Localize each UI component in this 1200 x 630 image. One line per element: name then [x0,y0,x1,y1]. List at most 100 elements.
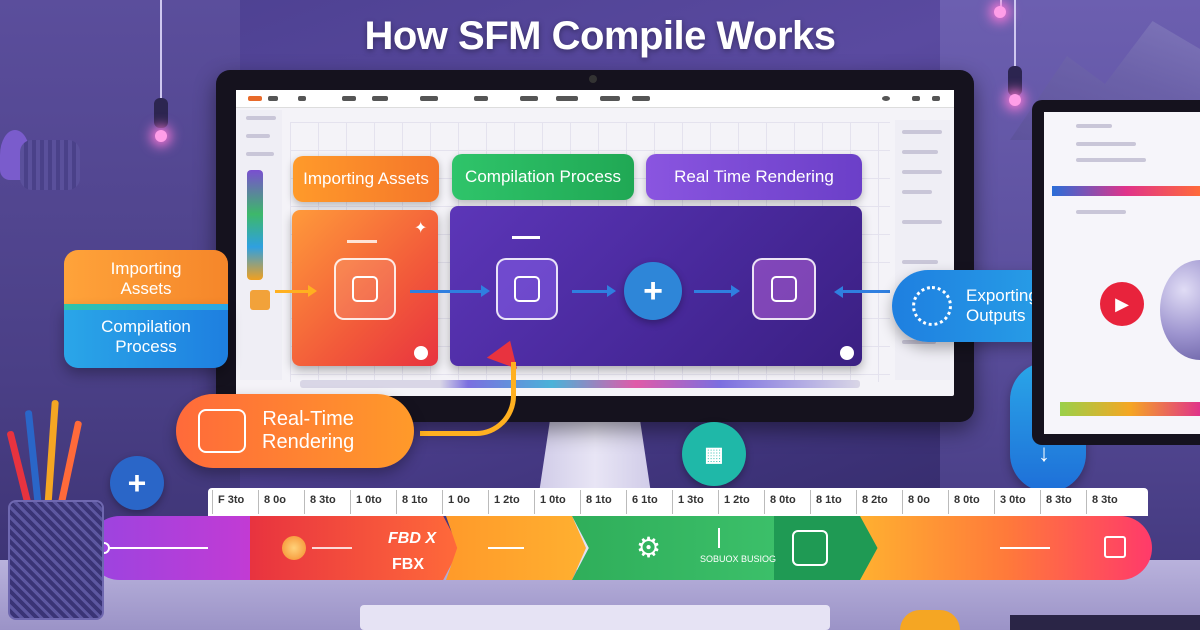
settings-icon[interactable] [882,96,890,101]
flow-line [110,547,208,549]
ruler-tick-mark [534,490,535,514]
ruler-tick-label: 8 3to [310,494,336,506]
arrow-down-icon: ↓ [1038,440,1050,467]
layer-palette[interactable] [247,170,263,280]
toolbar-item[interactable] [246,134,270,138]
pendant-cord [160,0,162,100]
screen-timeline[interactable] [300,380,860,388]
page-title: How SFM Compile Works [364,14,836,58]
callout-text: Exporting [966,286,1038,305]
secondary-color-bar [1060,402,1200,416]
pendant-lamp [1008,66,1022,96]
property-row[interactable] [902,190,932,194]
ruler-tick-label: 8 0o [264,494,287,506]
callout-compilation-process: Compilation Process [64,306,228,368]
menu-item[interactable] [520,96,538,101]
callout-text: Outputs [966,306,1026,325]
ruler-tick-mark [442,490,443,514]
flow-line [488,547,524,549]
menu-item[interactable] [298,96,306,101]
timeline-ruler[interactable] [208,488,1148,516]
ruler-tick-label: 6 1to [632,494,658,506]
toolbar-item[interactable] [246,116,276,120]
toolbar-item[interactable] [246,152,274,156]
clipboard-icon[interactable]: ▦ [682,422,746,486]
ruler-tick-mark [810,490,811,514]
pendant-light-icon [1009,94,1021,106]
flow-line [312,547,352,549]
app-logo-icon [248,96,262,101]
add-icon[interactable]: + [624,262,682,320]
ruler-tick-mark [304,490,305,514]
keyboard [360,605,830,630]
property-row[interactable] [902,130,942,134]
ruler-tick-mark [580,490,581,514]
ruler-tick-label: F 3to [218,494,245,506]
ruler-tick-mark [764,490,765,514]
ruler-tick-label: 8 0to [954,494,980,506]
status-icon[interactable] [840,346,854,360]
callout-text: Real-Time [262,408,354,430]
pendant-lamp [154,98,168,128]
arrow-right-icon [572,285,616,297]
menu-item[interactable] [372,96,388,101]
sparkle-icon: ✦ [414,220,428,237]
arrow-left-icon [840,290,890,293]
app-menubar[interactable] [236,90,954,108]
menu-item[interactable] [268,96,278,101]
window-control-icon[interactable] [932,96,940,101]
callout-text: Rendering [262,431,355,453]
ruler-tick-mark [1040,490,1041,514]
menu-item[interactable] [600,96,620,101]
menu-item[interactable] [420,96,438,101]
gear-icon[interactable]: ⚙ [636,532,662,563]
tag-compilation-process: Compilation Process [452,154,634,200]
render-frame-icon [198,409,246,453]
ruler-tick-label: 8 1to [586,494,612,506]
property-row[interactable] [902,260,938,264]
pendant-light-icon [994,6,1006,18]
pendant-light-icon [155,130,167,142]
pendant-cord [1014,0,1016,70]
callout-text: Assets [120,279,172,298]
property-row[interactable] [902,150,938,154]
secondary-timeline [1052,186,1200,196]
property-row[interactable] [902,220,942,224]
swatch-icon[interactable] [250,290,270,310]
menu-item[interactable] [474,96,488,101]
secondary-text-line [1076,210,1126,214]
arrow-right-icon [410,285,490,297]
menu-item[interactable] [556,96,578,101]
ruler-tick-mark [672,490,673,514]
pin-icon [512,236,540,239]
export-gear-icon [912,286,952,326]
callout-divider [64,304,228,310]
menu-item[interactable] [342,96,356,101]
callout-text: Importing [110,259,182,278]
callout-real-time-rendering: Real-Time Rendering [176,394,414,468]
fbx-label-bottom: FBX [392,556,424,573]
menu-item[interactable] [632,96,650,101]
refresh-icon[interactable] [414,346,428,360]
flow-segment-green [572,516,782,580]
mouse-icon [900,610,960,630]
add-icon[interactable]: + [110,456,164,510]
camera-icon [589,75,597,83]
play-icon[interactable]: ▶ [1100,282,1144,326]
property-row[interactable] [902,170,942,174]
asset-file-icon[interactable] [334,258,396,320]
ruler-tick-label: 8 1to [816,494,842,506]
ruler-tick-mark [948,490,949,514]
ruler-tick-mark [258,490,259,514]
window-control-icon[interactable] [912,96,920,101]
secondary-text-line [1076,124,1112,128]
ruler-tick-label: 8 3to [1046,494,1072,506]
ruler-tick-mark [902,490,903,514]
output-file-icon [1104,536,1126,558]
ruler-tick-mark [856,490,857,514]
property-row[interactable] [902,340,936,344]
ruler-tick-mark [396,490,397,514]
render-output-icon[interactable] [752,258,816,320]
compiler-icon[interactable] [496,258,558,320]
marker-line [718,528,720,548]
